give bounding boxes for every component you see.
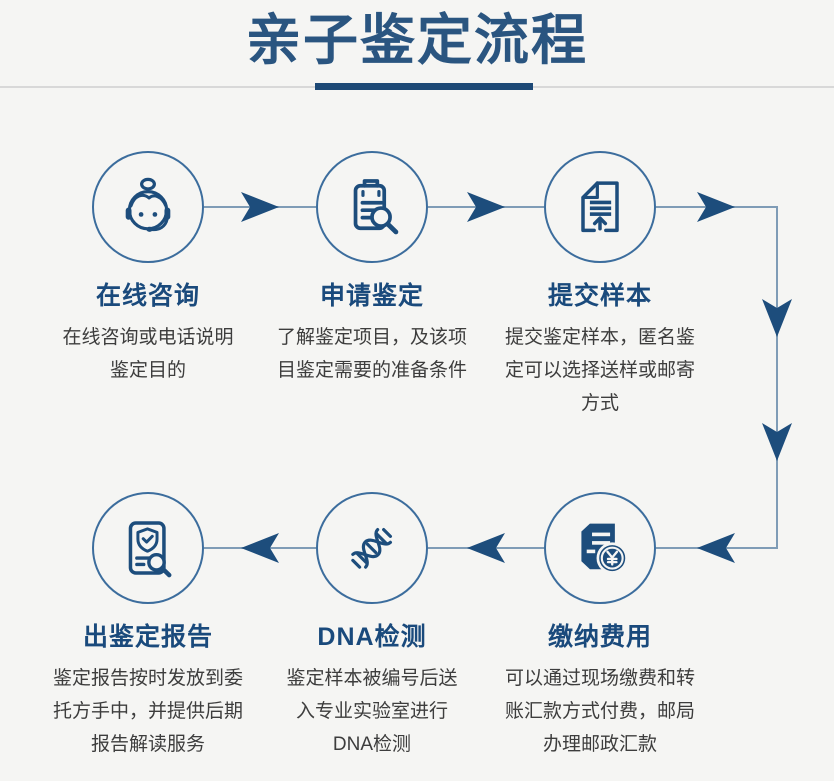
arrow-down-icon bbox=[762, 299, 792, 337]
step-issue-report: 出鉴定报告 鉴定报告按时发放到委 托方手中，并提供后期 报告解读服务 bbox=[28, 492, 268, 761]
step-description: 在线咨询或电话说明 鉴定目的 bbox=[62, 327, 234, 381]
payment-yen-icon bbox=[581, 523, 628, 574]
arrow-down-icon bbox=[762, 423, 792, 461]
step-title: 在线咨询 bbox=[95, 282, 200, 310]
step-dna-testing: DNA检测 鉴定样本被编号后送 入专业实验室进行 DNA检测 bbox=[252, 492, 492, 761]
step-circle bbox=[544, 151, 656, 263]
header-accent-bar bbox=[315, 83, 533, 90]
step-title: 出鉴定报告 bbox=[82, 623, 213, 651]
clipboard-magnifier-icon bbox=[353, 179, 399, 235]
customer-service-icon bbox=[125, 177, 171, 232]
step-title: 缴纳费用 bbox=[547, 623, 652, 651]
step-circle bbox=[92, 492, 204, 604]
step-title: 申请鉴定 bbox=[319, 282, 424, 310]
step-description: 鉴定样本被编号后送 入专业实验室进行 DNA检测 bbox=[286, 668, 458, 755]
step-circle bbox=[92, 151, 204, 263]
step-description: 鉴定报告按时发放到委 托方手中，并提供后期 报告解读服务 bbox=[52, 668, 243, 755]
step-circle bbox=[544, 492, 656, 604]
step-description: 可以通过现场缴费和转 账汇款方式付费，邮局 办理邮政汇款 bbox=[504, 668, 695, 755]
step-apply-test: 申请鉴定 了解鉴定项目，及该项 目鉴定需要的准备条件 bbox=[252, 151, 492, 387]
document-upload-icon bbox=[581, 181, 619, 233]
step-description: 了解鉴定项目，及该项 目鉴定需要的准备条件 bbox=[276, 327, 467, 381]
dna-helix-icon bbox=[351, 527, 393, 569]
step-circle bbox=[316, 151, 428, 263]
step-description: 提交鉴定样本，匿名鉴 定可以选择送样或邮寄 方式 bbox=[504, 327, 695, 414]
step-title: 提交样本 bbox=[547, 282, 652, 310]
step-online-consult: 在线咨询 在线咨询或电话说明 鉴定目的 bbox=[28, 151, 268, 387]
report-check-icon bbox=[128, 521, 172, 578]
step-title: DNA检测 bbox=[317, 623, 427, 651]
page-title: 亲子鉴定流程 bbox=[245, 9, 588, 71]
step-circle bbox=[316, 492, 428, 604]
step-pay-fees: 缴纳费用 可以通过现场缴费和转 账汇款方式付费，邮局 办理邮政汇款 bbox=[480, 492, 720, 761]
step-submit-sample: 提交样本 提交鉴定样本，匿名鉴 定可以选择送样或邮寄 方式 bbox=[480, 151, 720, 420]
page-header: 亲子鉴定流程 bbox=[0, 0, 834, 100]
